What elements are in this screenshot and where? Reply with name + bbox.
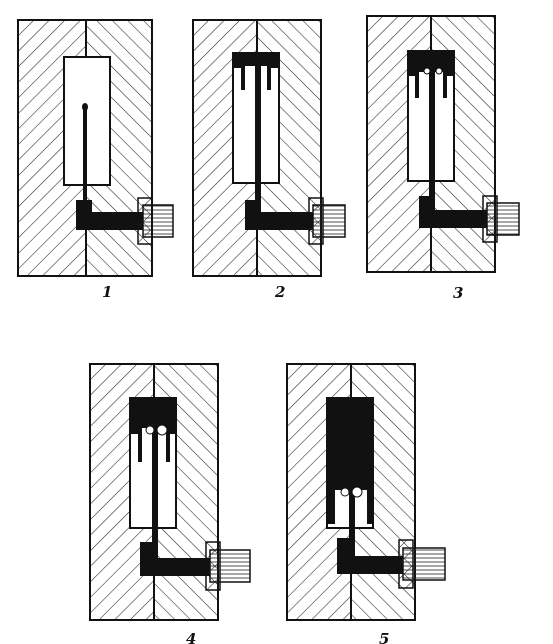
air-bubble	[156, 424, 168, 436]
metal-fill	[327, 398, 373, 528]
panel-label: 3	[453, 284, 463, 302]
air-bubble	[423, 67, 431, 75]
metal-cap	[233, 53, 279, 180]
air-bubble	[351, 486, 363, 498]
panel-label: 5	[379, 630, 389, 644]
panel-2: 2	[192, 19, 346, 301]
metal-runner	[140, 528, 210, 576]
panel-3: 3	[366, 15, 520, 302]
metal-stream-tip	[82, 103, 88, 111]
air-bubble	[145, 425, 155, 435]
metal-stream	[83, 107, 87, 205]
nozzle-flange	[398, 539, 414, 589]
nozzle-flange	[308, 197, 324, 245]
metal-cap	[130, 398, 176, 528]
nozzle-flange	[482, 195, 498, 243]
metal-cap	[408, 51, 454, 178]
panel-label: 1	[102, 283, 112, 301]
panel-4: 4	[89, 363, 251, 644]
nozzle-flange	[205, 541, 221, 591]
panel-label: 4	[186, 630, 196, 644]
nozzle-flange	[137, 197, 153, 245]
metal-runner	[245, 180, 313, 230]
metal-runner	[337, 528, 403, 574]
metal-runner	[419, 178, 487, 228]
air-bubble	[435, 67, 443, 75]
panel-1: 1	[17, 19, 174, 301]
metal-runner	[76, 200, 143, 230]
panel-label: 2	[274, 283, 285, 301]
air-bubble	[340, 487, 350, 497]
panel-5: 5	[286, 363, 446, 644]
